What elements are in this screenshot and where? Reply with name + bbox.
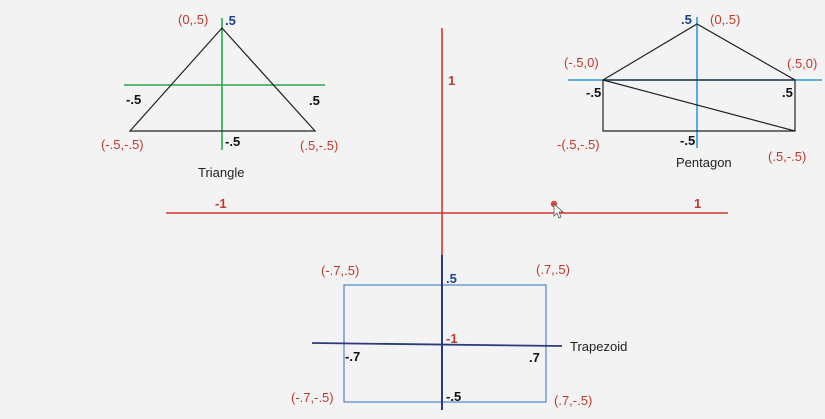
triangle-top-tick: .5 (225, 13, 236, 28)
triangle-right-tick: .5 (309, 93, 320, 108)
trapezoid-x-axis (311, 342, 563, 347)
pentagon-right-vertex: (.5,0) (787, 56, 818, 71)
trapezoid-right-tick: .7 (529, 350, 540, 365)
trapezoid-bottom-right-vertex: (.7,-.5) (554, 393, 593, 408)
pentagon-left-vertex: (-.5,0) (564, 55, 599, 70)
triangle-shape (128, 27, 317, 132)
main-y-pos-label: 1 (448, 73, 456, 88)
pentagon-top-vertex: (0,.5) (710, 12, 741, 27)
triangle-top-vertex: (0,.5) (178, 12, 209, 27)
trapezoid-left-tick: -.7 (345, 349, 361, 364)
pentagon-top-tick: .5 (681, 12, 692, 27)
trapezoid-top-tick: .5 (446, 271, 457, 286)
trapezoid-caption: Trapezoid (570, 339, 628, 354)
triangle-bottom-right-vertex: (.5,-.5) (300, 138, 339, 153)
pentagon-diagonal (602, 79, 796, 132)
trapezoid-top-left-vertex: (-.7,.5) (321, 263, 360, 278)
pentagon-bottom-tick: -.5 (680, 133, 696, 148)
triangle-caption: Triangle (198, 165, 245, 180)
main-x-pos-label: 1 (694, 196, 702, 211)
triangle-left-tick: -.5 (126, 92, 142, 107)
trapezoid-bottom-left-vertex: (-.7,-.5) (291, 390, 334, 405)
main-x-neg-label: -1 (215, 196, 227, 211)
pentagon-bottom-left-vertex: -(.5,-.5) (557, 137, 600, 152)
triangle-bottom-left-vertex: (-.5,-.5) (101, 137, 144, 152)
trapezoid-top-right-vertex: (.7,.5) (536, 262, 570, 277)
pentagon-outline (602, 23, 796, 132)
trapezoid-bottom-tick: -.5 (446, 389, 462, 404)
pentagon-caption: Pentagon (676, 155, 732, 170)
pentagon-left-tick: -.5 (586, 85, 602, 100)
mouse-pointer-icon (553, 203, 565, 219)
pentagon-right-tick: .5 (782, 85, 793, 100)
pentagon-bottom-right-vertex: (.5,-.5) (768, 149, 807, 164)
triangle-bottom-tick: -.5 (225, 134, 241, 149)
trapezoid-center-tick: -1 (446, 331, 458, 346)
